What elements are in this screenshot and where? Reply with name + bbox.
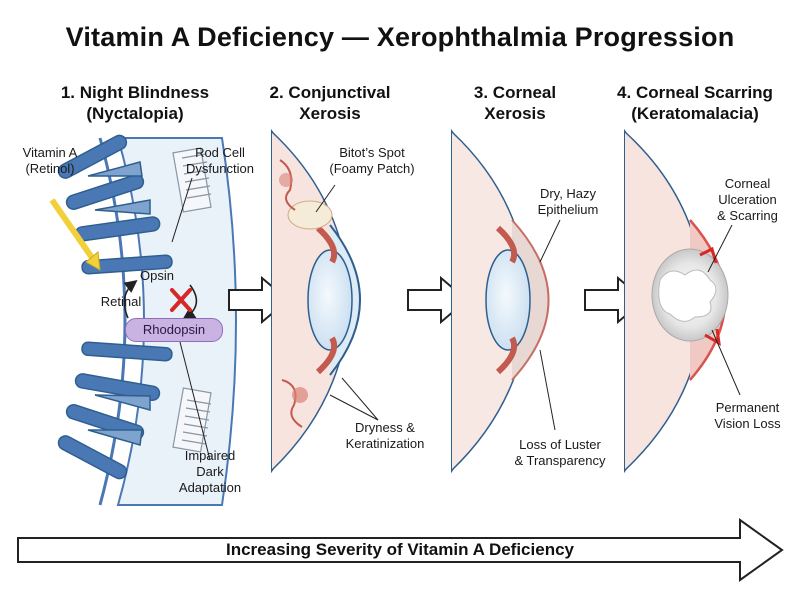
stage-4-title: 4. Corneal Scarring (Keratomalacia) bbox=[617, 83, 773, 123]
permanent-label: Permanent Vision Loss bbox=[714, 400, 781, 431]
stage-3-title: 3. Corneal Xerosis bbox=[473, 83, 557, 123]
severity-arrow bbox=[17, 518, 784, 582]
impaired-label: Impaired Dark Adaptation bbox=[178, 448, 242, 495]
severity-label: Increasing Severity of Vitamin A Deficie… bbox=[225, 540, 574, 559]
dryness-label: Dryness & Keratinization bbox=[345, 420, 425, 451]
stage-2-title: 2. Conjunctival Xerosis bbox=[269, 83, 391, 123]
pigment-epithelium bbox=[172, 147, 212, 453]
eye-stage-3 bbox=[451, 128, 561, 474]
cycle-arrow-down bbox=[182, 284, 198, 320]
eye-stage-2 bbox=[271, 128, 379, 474]
stage-1-title: 1. Night Blindness (Nyctalopia) bbox=[60, 83, 210, 123]
page-title: Vitamin A Deficiency — Xerophthalmia Pro… bbox=[65, 22, 735, 52]
rod-cells-top bbox=[57, 134, 173, 275]
eye-stage-4 bbox=[624, 128, 741, 474]
blocked-x-icon bbox=[170, 288, 192, 312]
rod-cell-label: Rod Cell Dysfunction bbox=[186, 145, 254, 176]
opsin-label: Opsin bbox=[140, 268, 174, 283]
rod-cells-bottom bbox=[57, 341, 173, 480]
cycle-arrow-up bbox=[123, 280, 138, 319]
bitot-spot-label: Bitot’s Spot (Foamy Patch) bbox=[329, 145, 415, 176]
rhodopsin-badge: Rhodopsin bbox=[125, 318, 223, 342]
ulceration-label: Corneal Ulceration & Scarring bbox=[717, 176, 778, 223]
dry-hazy-label: Dry, Hazy Epithelium bbox=[537, 186, 599, 217]
loss-luster-label: Loss of Luster & Transparency bbox=[514, 437, 606, 468]
vitamin-a-arrow bbox=[49, 198, 98, 264]
vitamin-a-label: Vitamin A (Retinol) bbox=[22, 145, 78, 176]
retinal-label: Retinal bbox=[100, 294, 142, 309]
